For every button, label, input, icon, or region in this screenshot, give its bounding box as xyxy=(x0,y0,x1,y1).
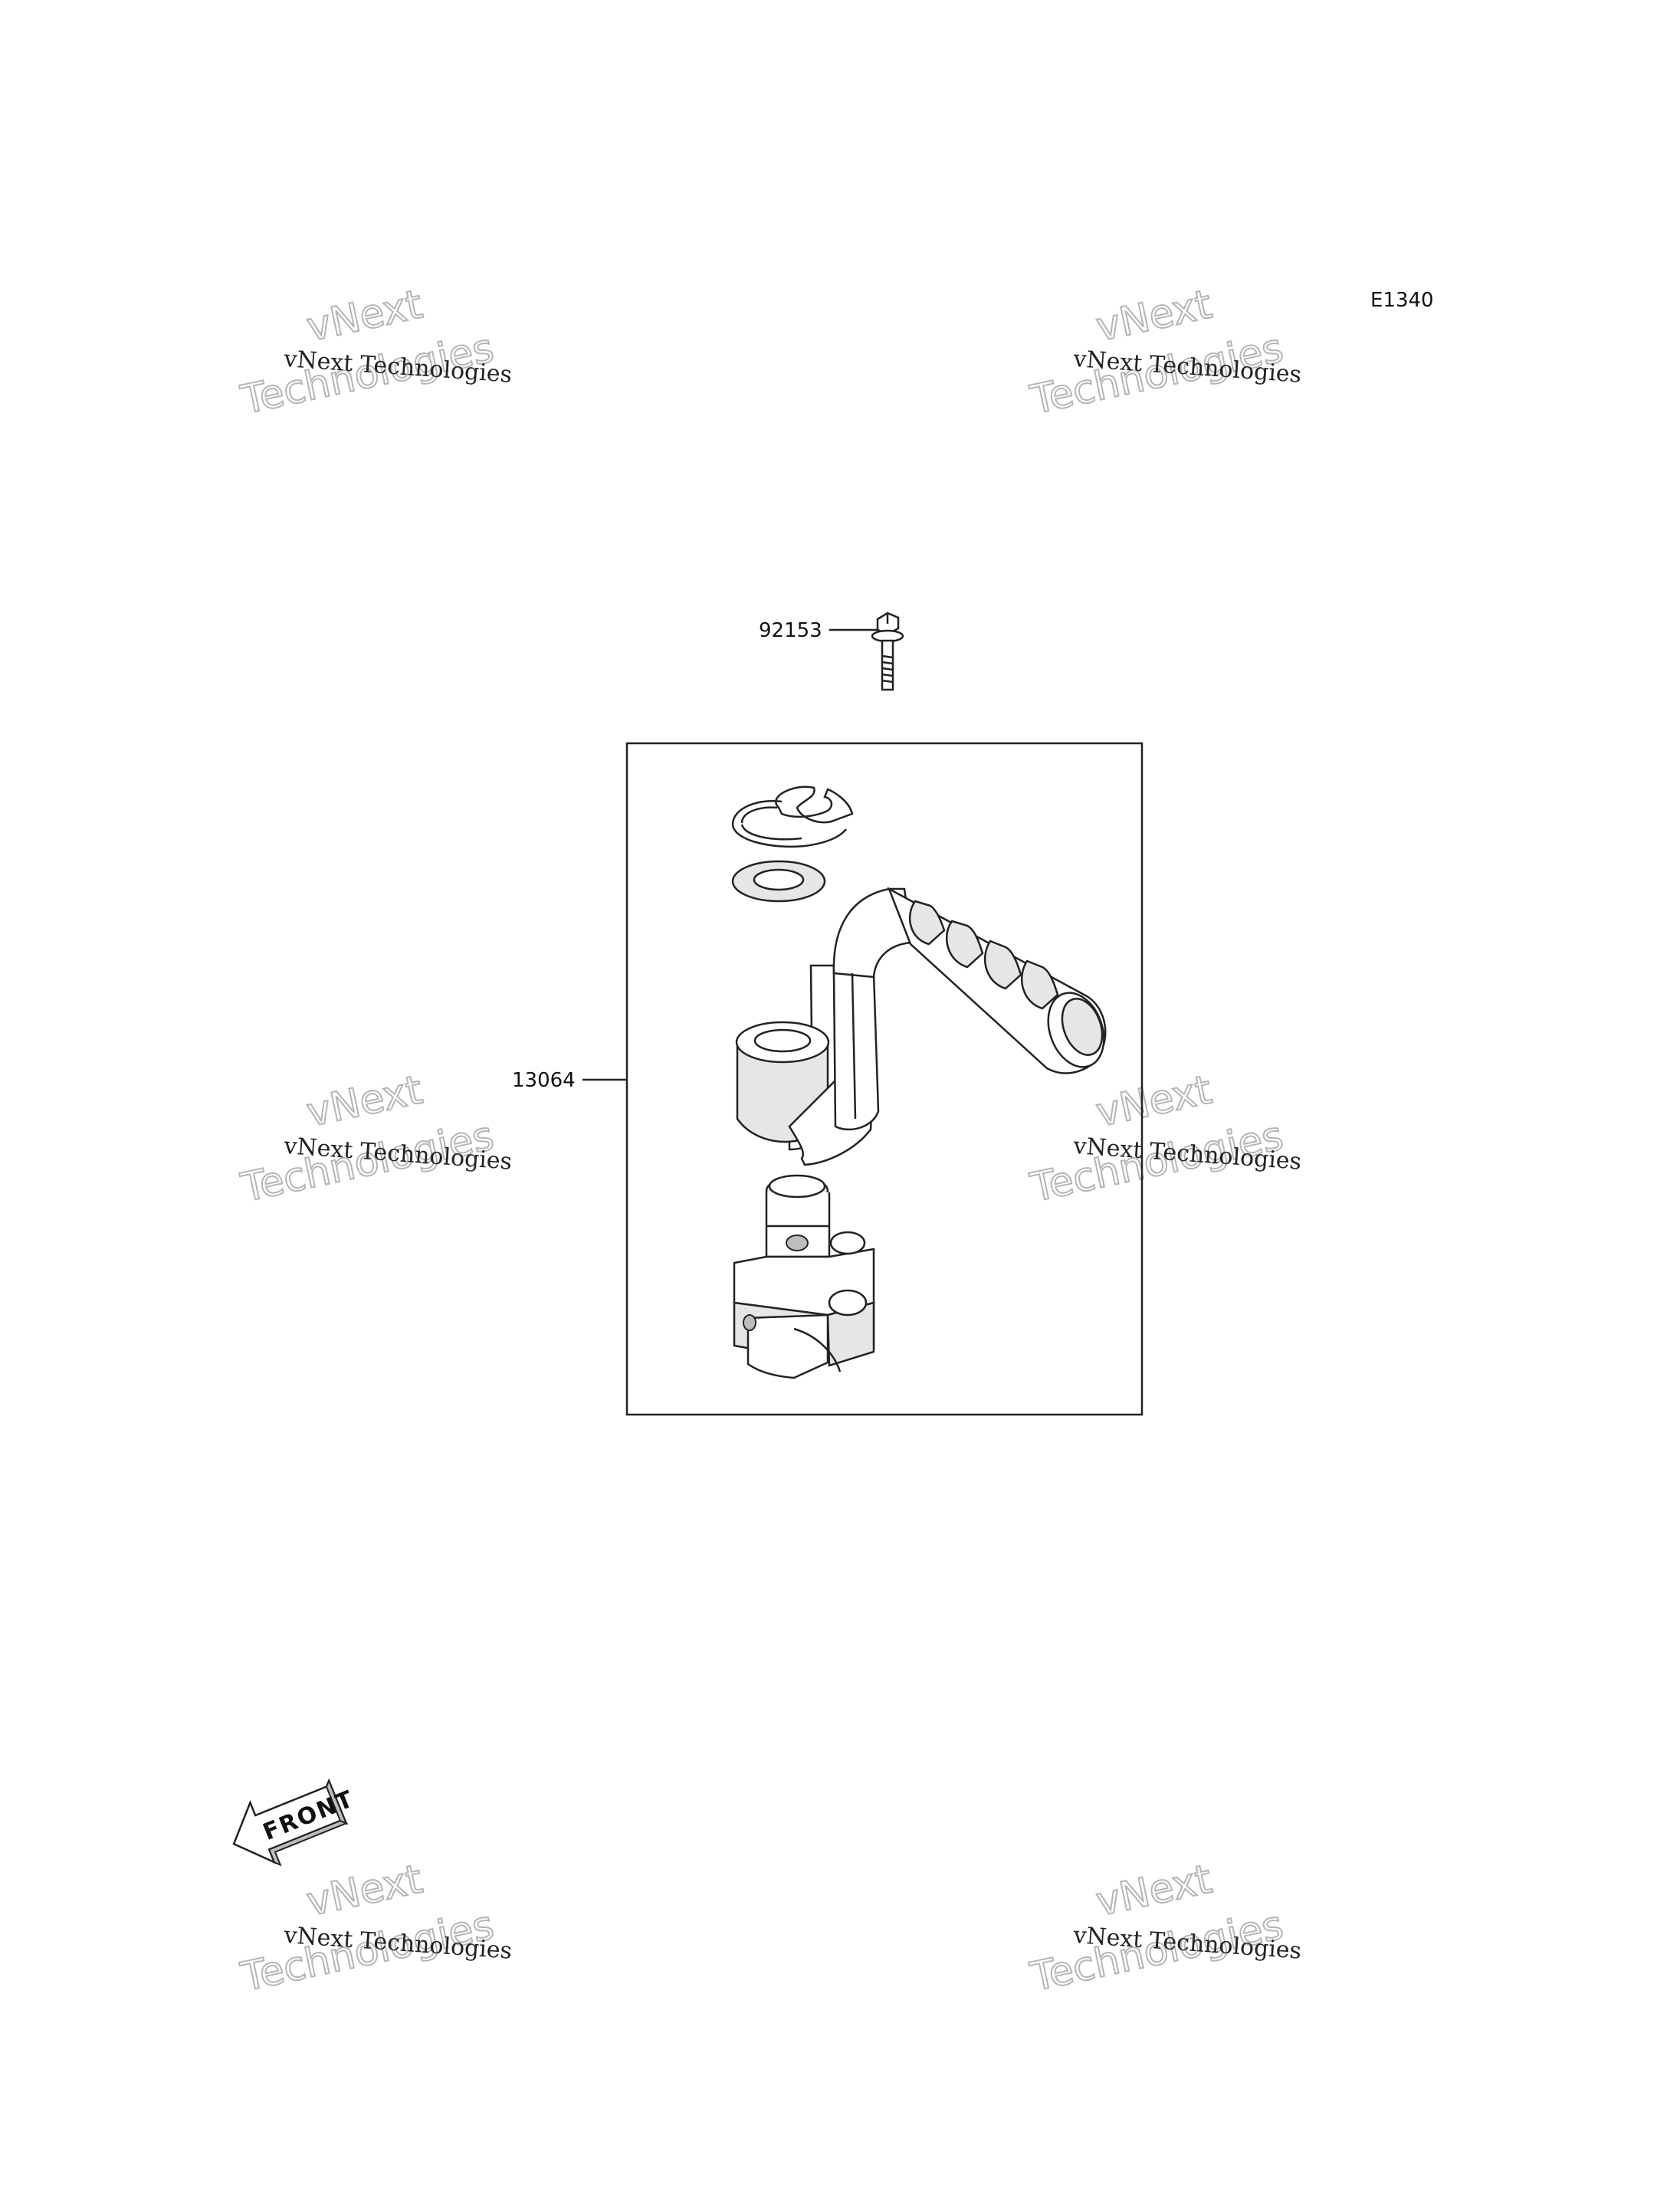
watermark-mid-left: vNext Technologies vNext Technologies xyxy=(236,1066,513,1212)
watermark-big-1: vNext xyxy=(1092,281,1216,350)
watermark-bottom-right: vNext Technologies vNext Technologies xyxy=(1025,1855,1302,2001)
watermark-bottom-left: vNext Technologies vNext Technologies xyxy=(236,1855,513,2001)
watermark-big-1: vNext xyxy=(303,281,426,350)
part-label-92153[interactable]: 92153 xyxy=(759,619,822,642)
watermark-big-1: vNext xyxy=(1092,1856,1216,1925)
bolt-icon xyxy=(871,612,904,691)
kick-pedal-icon xyxy=(735,887,1107,1166)
watermark-top-left: vNext Technologies vNext Technologies xyxy=(236,280,513,424)
diagram-code: E1340 xyxy=(1370,289,1434,312)
circlip-icon xyxy=(731,785,854,848)
watermark-top-right: vNext Technologies vNext Technologies xyxy=(1025,280,1302,424)
washer-icon xyxy=(731,860,826,903)
assembly-frame xyxy=(625,742,1144,1416)
part-label-13064[interactable]: 13064 xyxy=(512,1069,576,1092)
watermark-mid-right: vNext Technologies vNext Technologies xyxy=(1025,1066,1302,1212)
front-arrow-icon: FRONT xyxy=(232,1778,358,1867)
watermark-big-1: vNext xyxy=(1092,1067,1216,1136)
watermark-big-1: vNext xyxy=(303,1067,426,1136)
pivot-bracket-icon xyxy=(733,1174,875,1379)
watermark-big-1: vNext xyxy=(303,1856,426,1925)
